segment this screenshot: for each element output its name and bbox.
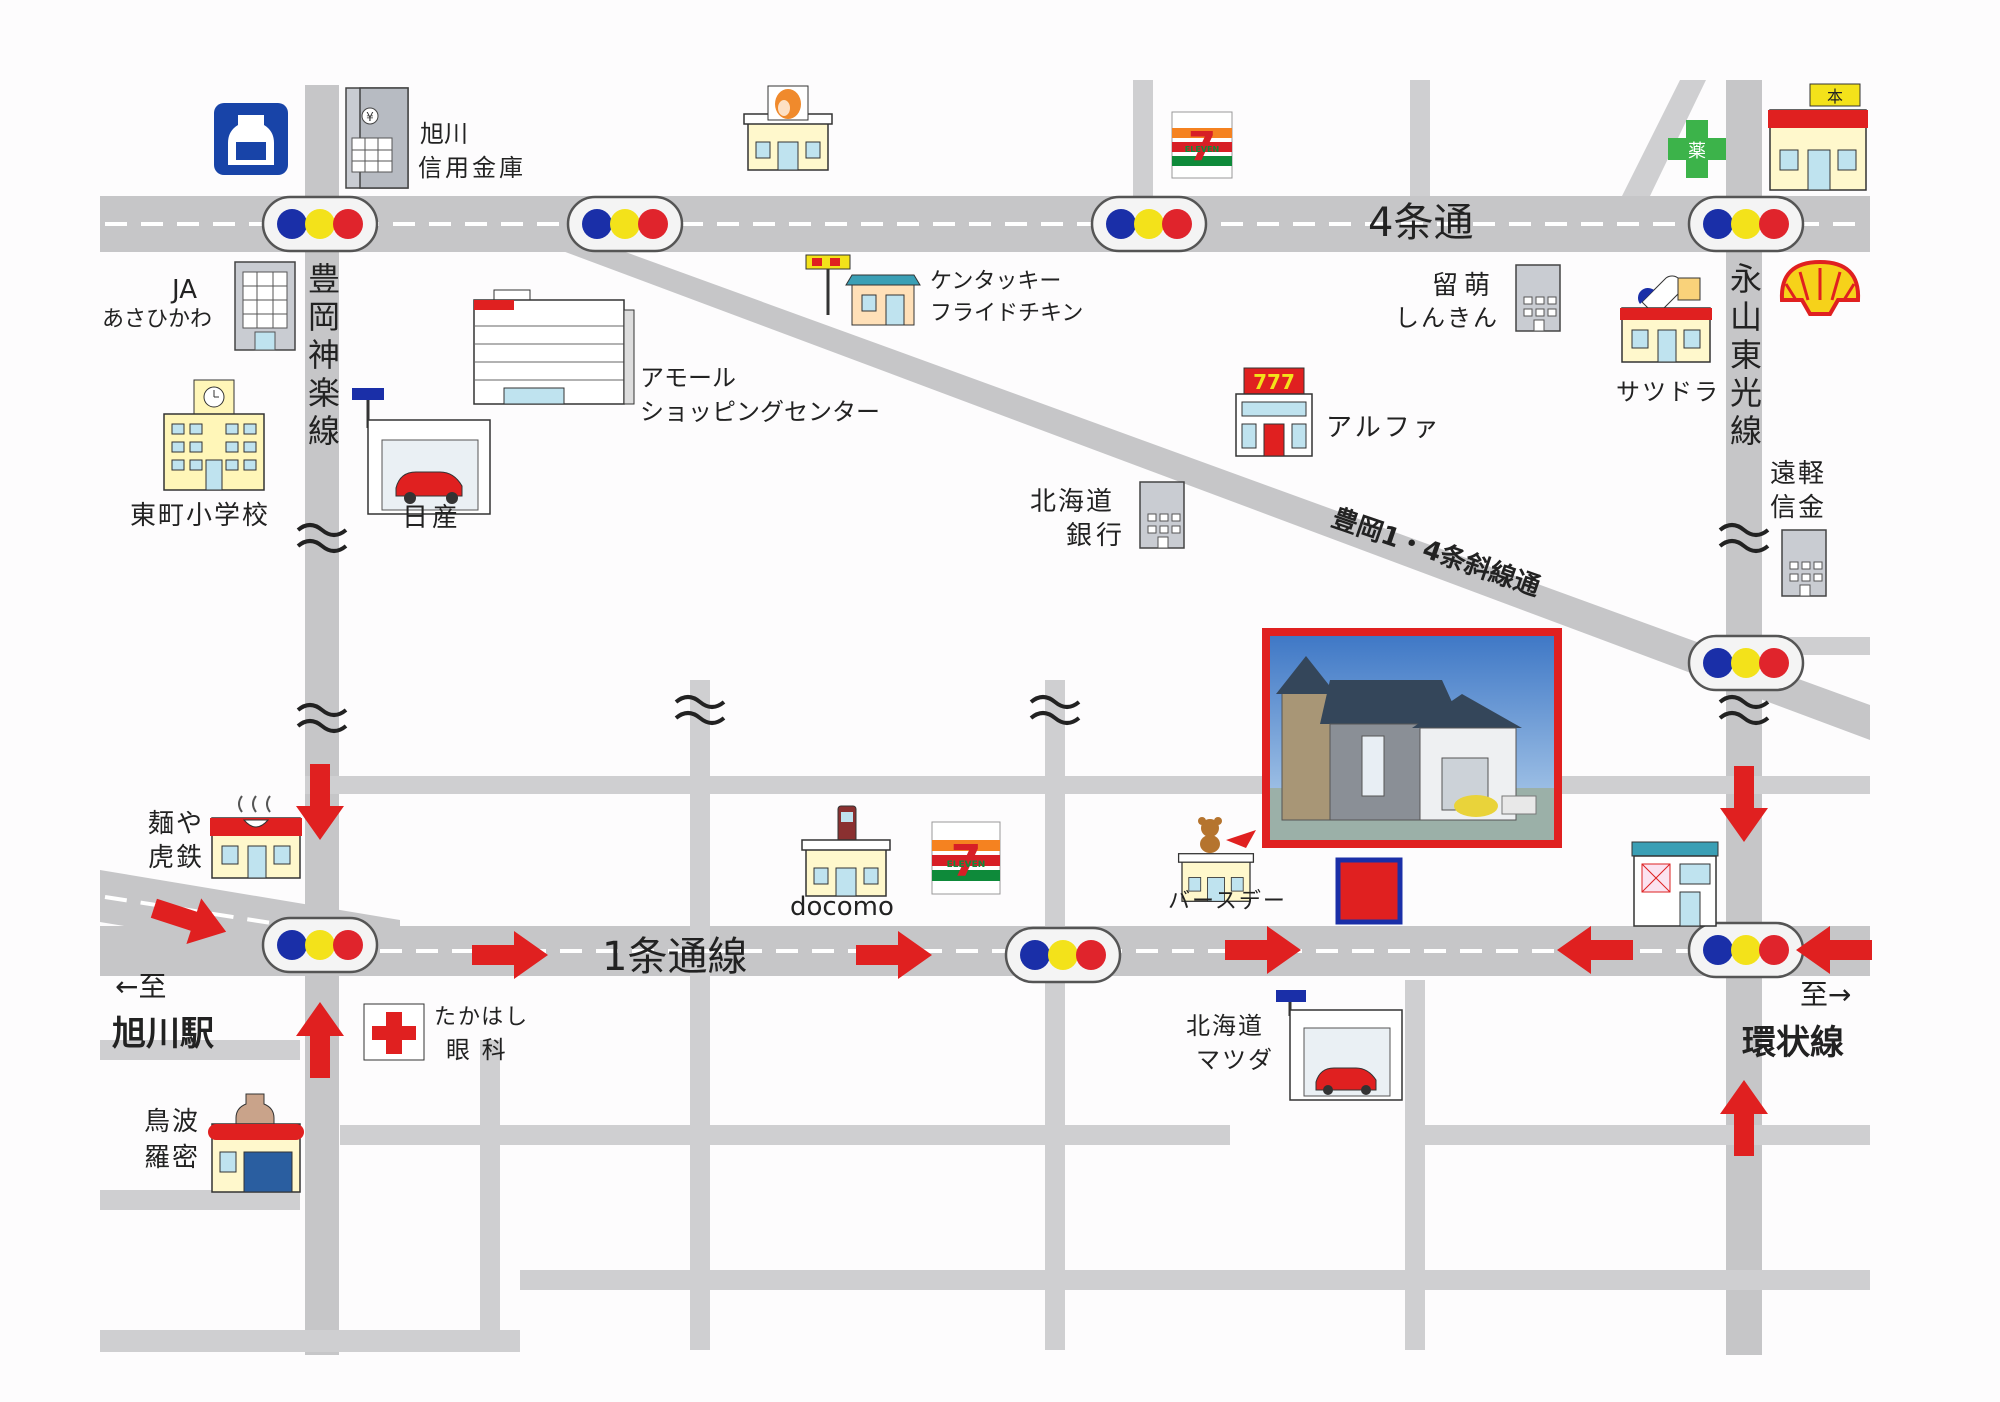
label-menya-1: 麺や [148, 809, 204, 839]
label-birthday: バースデー [1168, 889, 1287, 914]
convenience-store-icon [1631, 841, 1719, 927]
road-name-4jo: 4条通 [1368, 200, 1473, 246]
label-asahikawa-shinkin-2: 信用金庫 [418, 154, 526, 182]
road-name-1jo: 1条通線 [602, 934, 747, 980]
label-amall-1: アモール [640, 364, 736, 392]
car-dealer-icon [352, 388, 491, 515]
bookstore-mark: 本 [1827, 87, 1843, 106]
road-name-nagayama-toko: 永山東光線 [1725, 262, 1763, 452]
label-asahikawa-shinkin-1: 旭川 [420, 120, 468, 148]
ja-building-icon [234, 261, 296, 351]
label-amall-2: ショッピングセンター [640, 398, 880, 426]
label-alpha: アルファ [1326, 413, 1442, 443]
label-kfc-1: ケンタッキー [930, 269, 1061, 294]
label-mazda-1: 北海道 [1186, 1012, 1264, 1040]
drugstore-icon [1620, 275, 1712, 363]
yen-mark: ¥ [366, 110, 374, 124]
eleven-mark: ELEVEN [1185, 145, 1219, 154]
direction-right-dest: 環状線 [1742, 1023, 1844, 1063]
label-mazda-2: マツダ [1196, 1046, 1274, 1074]
destination-photo [1262, 628, 1562, 848]
pachinko-mark: 777 [1253, 370, 1295, 394]
direction-right-arrow: 至→ [1800, 978, 1851, 1011]
label-engaru-2: 信金 [1770, 493, 1826, 523]
label-nissan: 日産 [402, 503, 462, 533]
mazda-dealer-icon [1276, 990, 1403, 1101]
label-docomo: docomo [790, 892, 894, 922]
clinic-cross-icon [363, 1003, 425, 1061]
label-ja-2: あさひかわ [102, 307, 212, 332]
seven-eleven-icon-2: 7 ELEVEN [931, 821, 1001, 895]
docomo-shop-icon [801, 805, 891, 897]
seven-mark: 7 [1188, 124, 1216, 170]
eleven-mark-2: ELEVEN [947, 860, 986, 870]
restaurant-icon [208, 1093, 304, 1193]
label-hokkaido-bank-2: 銀行 [1066, 521, 1126, 551]
label-hokkaido-bank-1: 北海道 [1030, 487, 1114, 517]
label-rumoi-2: しんきん [1395, 304, 1499, 332]
label-menya-2: 虎鉄 [148, 843, 204, 873]
school-building-icon [163, 379, 265, 491]
label-rumoi-1: 留萌 [1432, 271, 1496, 301]
seven-mark-2: 7 [951, 836, 982, 887]
bank-building-icon: ¥ [345, 87, 409, 189]
direction-left-dest: 旭川駅 [112, 1014, 214, 1054]
label-higashimachi-school: 東町小学校 [130, 501, 270, 531]
coop-bottle-icon [214, 103, 288, 175]
label-kfc-2: フライドチキン [930, 301, 1083, 326]
label-toriha-1: 鳥波 [144, 1107, 200, 1137]
shell-station-icon [1779, 259, 1861, 316]
shopping-center-icon [473, 289, 635, 405]
kfc-shop-icon [805, 254, 921, 326]
label-satsudora: サツドラ [1616, 378, 1720, 406]
direction-left-arrow: ←至 [115, 970, 166, 1003]
label-takahashi-2: 眼 科 [446, 1036, 508, 1064]
destination-marker [1335, 857, 1403, 925]
pharmacy-mark: 薬 [1688, 141, 1706, 162]
engaru-bank-icon [1781, 529, 1827, 597]
label-ja-1: JA [170, 275, 197, 305]
bookstore-icon: 本 [1768, 83, 1868, 191]
pachinko-hall-icon: 777 [1235, 367, 1313, 457]
hokkaido-bank-icon [1139, 481, 1185, 549]
rumoi-bank-icon [1515, 264, 1561, 332]
road-name-toyooka-kagura: 豊岡神楽線 [303, 262, 341, 452]
label-toriha-2: 羅密 [144, 1143, 200, 1173]
pharmacy-cross-icon: 薬 [1668, 120, 1726, 178]
road-name-diagonal: 豊岡1・4条斜線通 [1328, 502, 1544, 602]
label-engaru-1: 遠軽 [1770, 459, 1826, 489]
toy-store-icon [1177, 817, 1256, 902]
hair-salon-icon [743, 85, 833, 171]
seven-eleven-icon: 7 ELEVEN [1171, 111, 1233, 179]
ramen-shop-icon [210, 795, 302, 879]
label-takahashi-1: たかはし [434, 1005, 529, 1030]
